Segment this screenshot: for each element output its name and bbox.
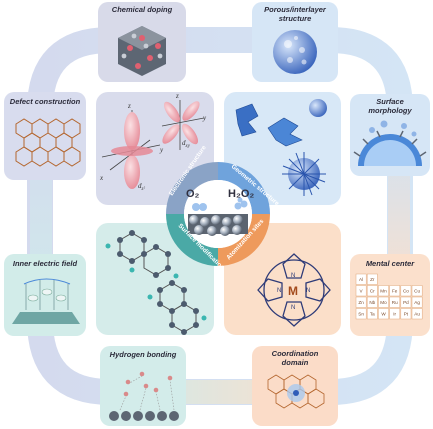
element-cell xyxy=(389,308,401,320)
element-symbol: Ag xyxy=(414,300,420,305)
defect-construction-title: Defect construction xyxy=(9,97,81,106)
element-cell xyxy=(411,308,423,320)
spiky-sphere xyxy=(282,152,326,196)
surface-morphology-title-line2: morphology xyxy=(368,106,412,115)
mental-center-title: Mental center xyxy=(365,259,415,268)
geometric-shapes-illustration xyxy=(235,99,327,196)
defect-construction-card xyxy=(4,92,86,180)
element-symbol: Cu xyxy=(414,289,420,294)
orbital-dz2-label: dz² xyxy=(138,182,145,192)
element-cell xyxy=(366,308,378,320)
surface-morphology-title-line1: Surface xyxy=(376,97,404,106)
element-symbol: Zn xyxy=(358,300,364,305)
element-symbol: Ta xyxy=(370,312,375,317)
element-symbol: Au xyxy=(414,312,420,317)
inner-electric-field-title: Inner electric field xyxy=(12,259,78,268)
electric-field-illustration xyxy=(12,278,80,324)
porphyrin-metal-label: M xyxy=(288,284,298,298)
porphyrin-illustration: N N N N M xyxy=(257,253,331,327)
product-label: H₂O₂ xyxy=(228,188,254,200)
reactant-label: O₂ xyxy=(186,188,200,200)
element-symbol: Mn xyxy=(380,289,387,294)
orbital-y-label-2: y xyxy=(202,114,207,122)
element-cell xyxy=(400,285,412,297)
element-symbol: W xyxy=(381,312,386,317)
orbital-y-label: y xyxy=(159,146,164,154)
element-cell xyxy=(366,285,378,297)
porous-structure-title-line1: Porous/interlayer xyxy=(264,5,326,14)
element-cell xyxy=(389,296,401,308)
element-cell xyxy=(411,285,423,297)
element-symbol: Al xyxy=(359,277,363,282)
chemical-doping-title: Chemical doping xyxy=(111,5,173,14)
element-symbol: Pt xyxy=(404,312,409,317)
orbital-dxy-label: dxy xyxy=(182,139,191,149)
element-cell xyxy=(355,308,367,320)
electron-label: 2e⁻ xyxy=(211,239,226,249)
element-cell xyxy=(378,296,389,308)
hydrogen-bonding-title: Hydrogen bonding xyxy=(109,350,177,359)
orbital-z-label: z xyxy=(127,102,131,110)
element-cell xyxy=(366,296,378,308)
element-symbol: Sn xyxy=(358,312,364,317)
defect-lattice-illustration xyxy=(15,118,81,167)
element-symbol: Ru xyxy=(392,300,398,305)
element-cell xyxy=(355,296,367,308)
element-cell xyxy=(400,308,412,320)
element-symbol: Co xyxy=(403,289,409,294)
surface-dome-illustration xyxy=(353,120,427,166)
svg-text:N: N xyxy=(291,273,295,279)
element-symbol: Ir xyxy=(393,312,396,317)
d-orbital-illustration: z y x z y dz² dxy xyxy=(99,92,207,192)
coordination-domain-title-line1: Coordination xyxy=(271,349,319,358)
element-cell xyxy=(411,296,423,308)
element-cell xyxy=(366,273,378,285)
element-cell xyxy=(355,285,367,297)
doped-cube-illustration xyxy=(118,26,166,76)
central-ring xyxy=(166,162,270,266)
porous-sphere-illustration xyxy=(273,30,317,74)
element-symbol: Fe xyxy=(392,289,398,294)
hydrogen-bonding-illustration xyxy=(109,371,179,421)
element-symbol: Zr xyxy=(370,277,375,282)
element-symbol: Mo xyxy=(380,300,387,305)
molecular-structure-illustration xyxy=(105,230,207,335)
svg-text:N: N xyxy=(277,288,281,294)
element-cell xyxy=(389,285,401,297)
orbital-z-label-2: z xyxy=(175,92,179,100)
svg-text:N: N xyxy=(291,305,295,311)
element-cell xyxy=(378,285,389,297)
orbital-x-label: x xyxy=(99,174,104,182)
element-symbol: Pd xyxy=(403,300,409,305)
element-cell xyxy=(400,296,412,308)
porous-structure-title-line2: structure xyxy=(278,14,312,23)
element-cell xyxy=(378,308,389,320)
element-cell xyxy=(355,273,367,285)
element-symbol: Nb xyxy=(369,300,375,305)
coordination-domain-title-line2: domain xyxy=(281,358,309,367)
element-symbol: Cr xyxy=(370,289,375,294)
coordination-lattice-illustration xyxy=(267,374,325,409)
svg-text:N: N xyxy=(306,288,310,294)
element-symbol: V xyxy=(360,289,364,294)
